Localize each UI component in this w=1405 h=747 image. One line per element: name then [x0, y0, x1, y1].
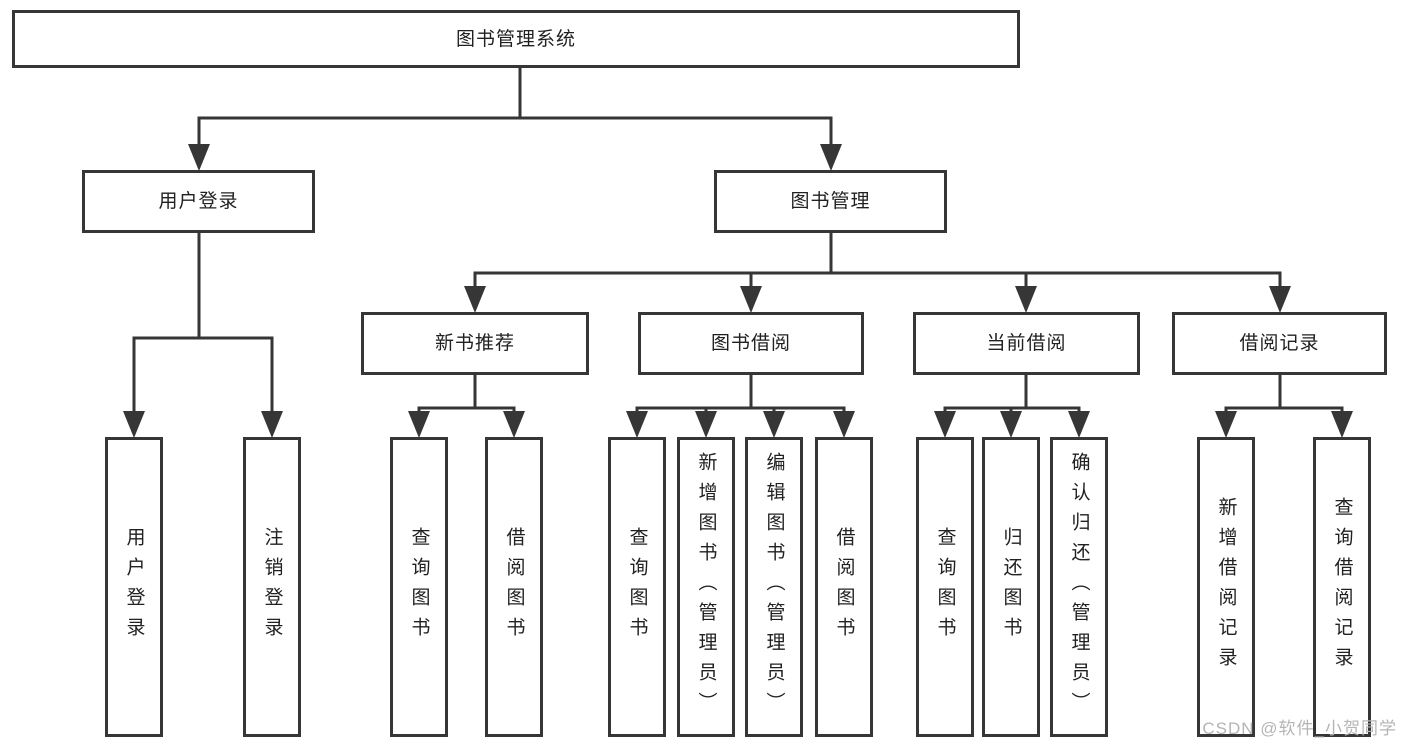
connectors-book-management-branch [473, 232, 1282, 290]
arrowheads [123, 144, 1353, 438]
leaf-label: 编辑图书（管理员） [763, 452, 785, 722]
leaf-label: 查询图书 [626, 527, 648, 647]
connectors-borrow-records-children [1224, 373, 1344, 415]
leaf-records-query-borrow-record: 查询借阅记录 [1313, 437, 1371, 737]
leaf-login-logout: 注销登录 [243, 437, 301, 737]
leaf-current-return-books: 归还图书 [982, 437, 1040, 737]
leaf-label: 借阅图书 [833, 527, 855, 647]
node-user-login: 用户登录 [82, 170, 315, 233]
connectors-root-to-level2 [197, 66, 833, 148]
leaf-borrow-query-books: 查询图书 [608, 437, 666, 737]
connectors-book-borrow-children [635, 373, 846, 415]
leaf-recommend-borrow-books: 借阅图书 [485, 437, 543, 737]
leaf-label: 新增图书（管理员） [695, 452, 717, 722]
leaf-borrow-edit-book-admin: 编辑图书（管理员） [745, 437, 803, 737]
connectors-current-borrow-children [943, 373, 1081, 415]
node-borrow-records: 借阅记录 [1172, 312, 1387, 375]
leaf-label: 注销登录 [261, 527, 283, 647]
leaf-borrow-borrow-books: 借阅图书 [815, 437, 873, 737]
node-label: 用户登录 [158, 191, 239, 212]
leaf-current-query-books: 查询图书 [916, 437, 974, 737]
node-current-borrow: 当前借阅 [913, 312, 1140, 375]
node-label: 借阅记录 [1239, 333, 1320, 354]
leaf-records-add-borrow-record: 新增借阅记录 [1197, 437, 1255, 737]
node-label: 图书借阅 [710, 333, 791, 354]
leaf-label: 查询图书 [934, 527, 956, 647]
node-library-management-system: 图书管理系统 [12, 10, 1020, 68]
csdn-watermark: CSDN @软件_小贺同学 [1202, 719, 1397, 738]
leaf-current-confirm-return-admin: 确认归还（管理员） [1050, 437, 1108, 737]
leaf-label: 归还图书 [1000, 527, 1022, 647]
leaf-label: 查询借阅记录 [1331, 497, 1353, 677]
leaf-login-user-login: 用户登录 [105, 437, 163, 737]
leaf-borrow-add-book-admin: 新增图书（管理员） [677, 437, 735, 737]
node-label: 当前借阅 [986, 333, 1067, 354]
leaf-label: 用户登录 [123, 527, 145, 647]
node-label: 图书管理 [790, 191, 871, 212]
leaf-label: 借阅图书 [503, 527, 525, 647]
leaf-recommend-query-books: 查询图书 [390, 437, 448, 737]
leaf-label: 新增借阅记录 [1215, 497, 1237, 677]
connectors-new-book-recommend-children [417, 373, 516, 415]
leaf-label: 查询图书 [408, 527, 430, 647]
node-new-book-recommend: 新书推荐 [361, 312, 589, 375]
leaf-label: 确认归还（管理员） [1068, 452, 1090, 722]
node-book-management: 图书管理 [714, 170, 947, 233]
node-label: 图书管理系统 [455, 28, 576, 50]
node-label: 新书推荐 [434, 333, 515, 354]
connectors-user-login-branch [132, 232, 274, 415]
node-book-borrow: 图书借阅 [638, 312, 864, 375]
